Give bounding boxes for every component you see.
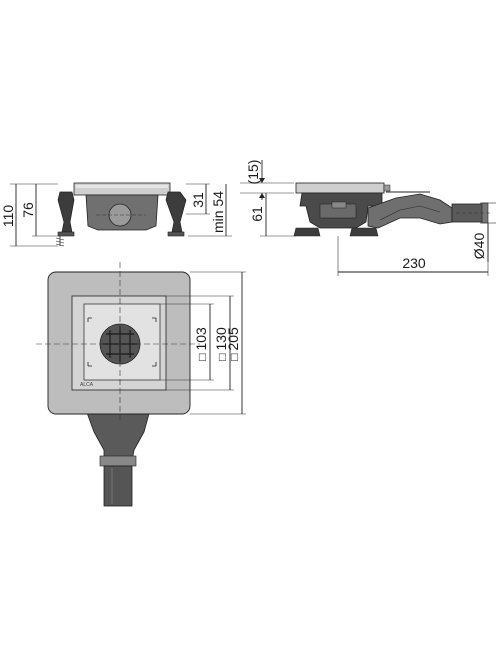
dim-min-54: min 54 (210, 191, 226, 233)
dim-76: 76 (20, 202, 36, 218)
dim-103: □103 (193, 327, 209, 361)
side-outlet-bend (367, 193, 453, 229)
front-plate (73, 182, 171, 196)
side-view: (15) 61 230 Ø40 (240, 160, 496, 276)
dim-diameter-40: Ø40 (471, 233, 487, 260)
dim-205: □205 (225, 327, 241, 361)
dim-130: □130 (213, 327, 229, 361)
top-outlet-pipe (103, 465, 133, 507)
dim-110: 110 (0, 205, 16, 228)
front-view: 110 76 31 min 54 (0, 182, 232, 247)
side-left-foot (293, 227, 321, 237)
dim-15: (15) (245, 160, 261, 185)
dim-61: 61 (249, 206, 265, 222)
top-outlet-bend (85, 409, 151, 463)
side-right-foot (349, 227, 379, 237)
brand-logo: ALCA (80, 382, 94, 388)
top-view: ALCA □103 □130 □205 (36, 262, 246, 507)
dim-230: 230 (402, 255, 426, 271)
front-right-foot (165, 191, 187, 233)
dim-31: 31 (190, 192, 206, 208)
side-plate (295, 182, 385, 194)
front-left-foot (57, 191, 75, 233)
